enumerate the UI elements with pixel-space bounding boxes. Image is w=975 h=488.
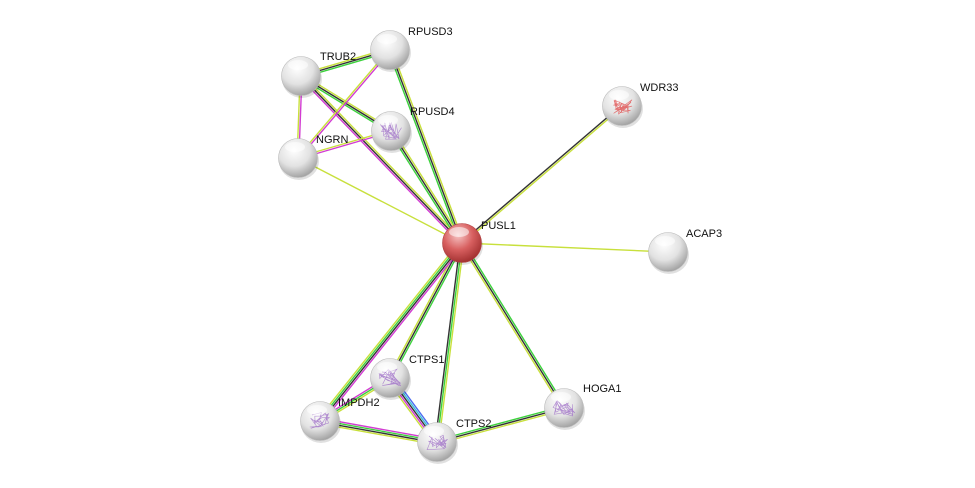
node-label: PUSL1 (481, 220, 516, 232)
evidence-line-green (320, 419, 438, 442)
evidence-line-black (319, 421, 437, 444)
protein-structure-icon (426, 434, 448, 451)
node-label: CTPS1 (409, 354, 444, 366)
edge-pusl1-wdr33[interactable] (460, 104, 624, 245)
edge-pusl1-acap3[interactable] (461, 242, 669, 253)
node-wdr33[interactable]: WDR33 (602, 82, 679, 128)
node-ctps2[interactable]: CTPS2 (417, 418, 492, 464)
node-ctps1[interactable]: CTPS1 (370, 354, 445, 400)
evidence-line-yellow (438, 243, 465, 443)
node-acap3[interactable]: ACAP3 (648, 228, 723, 274)
edge-pusl1-rpusd3[interactable] (387, 49, 465, 244)
evidence-line-yellow (317, 240, 461, 420)
evidence-line-yellow (296, 48, 390, 158)
node-highlight (377, 34, 397, 44)
node-highlight (285, 142, 305, 152)
node-label: NGRN (316, 134, 348, 146)
edge-pusl1-trub2[interactable] (299, 74, 464, 245)
node-highlight (307, 405, 327, 415)
node-highlight (424, 426, 444, 436)
evidence-line-black (320, 243, 464, 422)
edge-pusl1-rpusd4[interactable] (388, 129, 465, 245)
evidence-line-green (436, 242, 463, 443)
evidence-line-yellow (297, 157, 463, 244)
edge-rpusd3-ngrn[interactable] (296, 48, 392, 160)
edge-impdh2-ctps2[interactable] (319, 417, 438, 446)
node-hoga1[interactable]: HOGA1 (544, 383, 622, 430)
node-ngrn[interactable]: NGRN (278, 134, 349, 180)
node-highlight (609, 90, 629, 100)
evidence-line-magenta (320, 417, 438, 441)
evidence-line-yellow (301, 74, 464, 243)
node-label: RPUSD3 (408, 26, 453, 38)
edge-pusl1-hoga1[interactable] (459, 241, 567, 410)
node-label: CTPS2 (456, 418, 491, 430)
evidence-line-black (461, 242, 565, 409)
node-label: WDR33 (640, 82, 679, 94)
evidence-line-magenta (299, 76, 462, 245)
evidence-line-yellow (461, 242, 669, 253)
evidence-line-yellow (319, 422, 437, 446)
node-highlight (655, 236, 675, 246)
node-highlight (449, 227, 469, 237)
evidence-line-black (436, 407, 565, 443)
evidence-line-yellow (437, 409, 565, 445)
evidence-line-black (434, 242, 461, 442)
node-label: RPUSD4 (410, 106, 455, 118)
evidence-line-magenta (321, 244, 465, 424)
evidence-line-yellow (462, 106, 624, 245)
evidence-line-green (318, 242, 462, 421)
evidence-line-yellow (459, 243, 564, 410)
node-highlight (378, 115, 398, 125)
evidence-line-magenta (298, 50, 392, 160)
node-highlight (288, 60, 308, 70)
edge-pusl1-ngrn[interactable] (297, 157, 463, 244)
protein-structure-icon (613, 99, 633, 115)
evidence-line-black (390, 130, 463, 244)
evidence-line-black (389, 49, 463, 244)
protein-structure-icon (552, 400, 576, 417)
node-rpusd3[interactable]: RPUSD3 (370, 26, 453, 72)
node-pusl1[interactable]: PUSL1 (442, 220, 516, 265)
edge-pusl1-ctps2[interactable] (434, 242, 465, 443)
evidence-line-green (387, 50, 461, 244)
node-trub2[interactable]: TRUB2 (281, 51, 357, 98)
evidence-line-green (388, 131, 462, 245)
protein-structure-icon (380, 121, 402, 140)
evidence-line-green (436, 405, 564, 441)
edge-pusl1-impdh2[interactable] (317, 240, 465, 424)
evidence-line-green (462, 241, 567, 408)
node-highlight (377, 362, 397, 372)
evidence-line-black (460, 104, 622, 243)
node-label: ACAP3 (686, 228, 722, 240)
evidence-line-yellow (391, 129, 465, 243)
node-impdh2[interactable]: IMPDH2 (300, 397, 380, 443)
node-label: TRUB2 (320, 51, 356, 63)
edge-ctps2-hoga1[interactable] (436, 405, 565, 445)
evidence-line-black (300, 75, 463, 244)
node-label: IMPDH2 (338, 397, 380, 409)
node-label: HOGA1 (583, 383, 622, 395)
evidence-line-yellow (391, 49, 465, 243)
evidence-line-black (389, 242, 463, 379)
evidence-line-green (390, 243, 465, 380)
protein-structure-icon (309, 412, 331, 429)
node-rpusd4[interactable]: RPUSD4 (371, 106, 455, 153)
node-highlight (551, 392, 571, 402)
